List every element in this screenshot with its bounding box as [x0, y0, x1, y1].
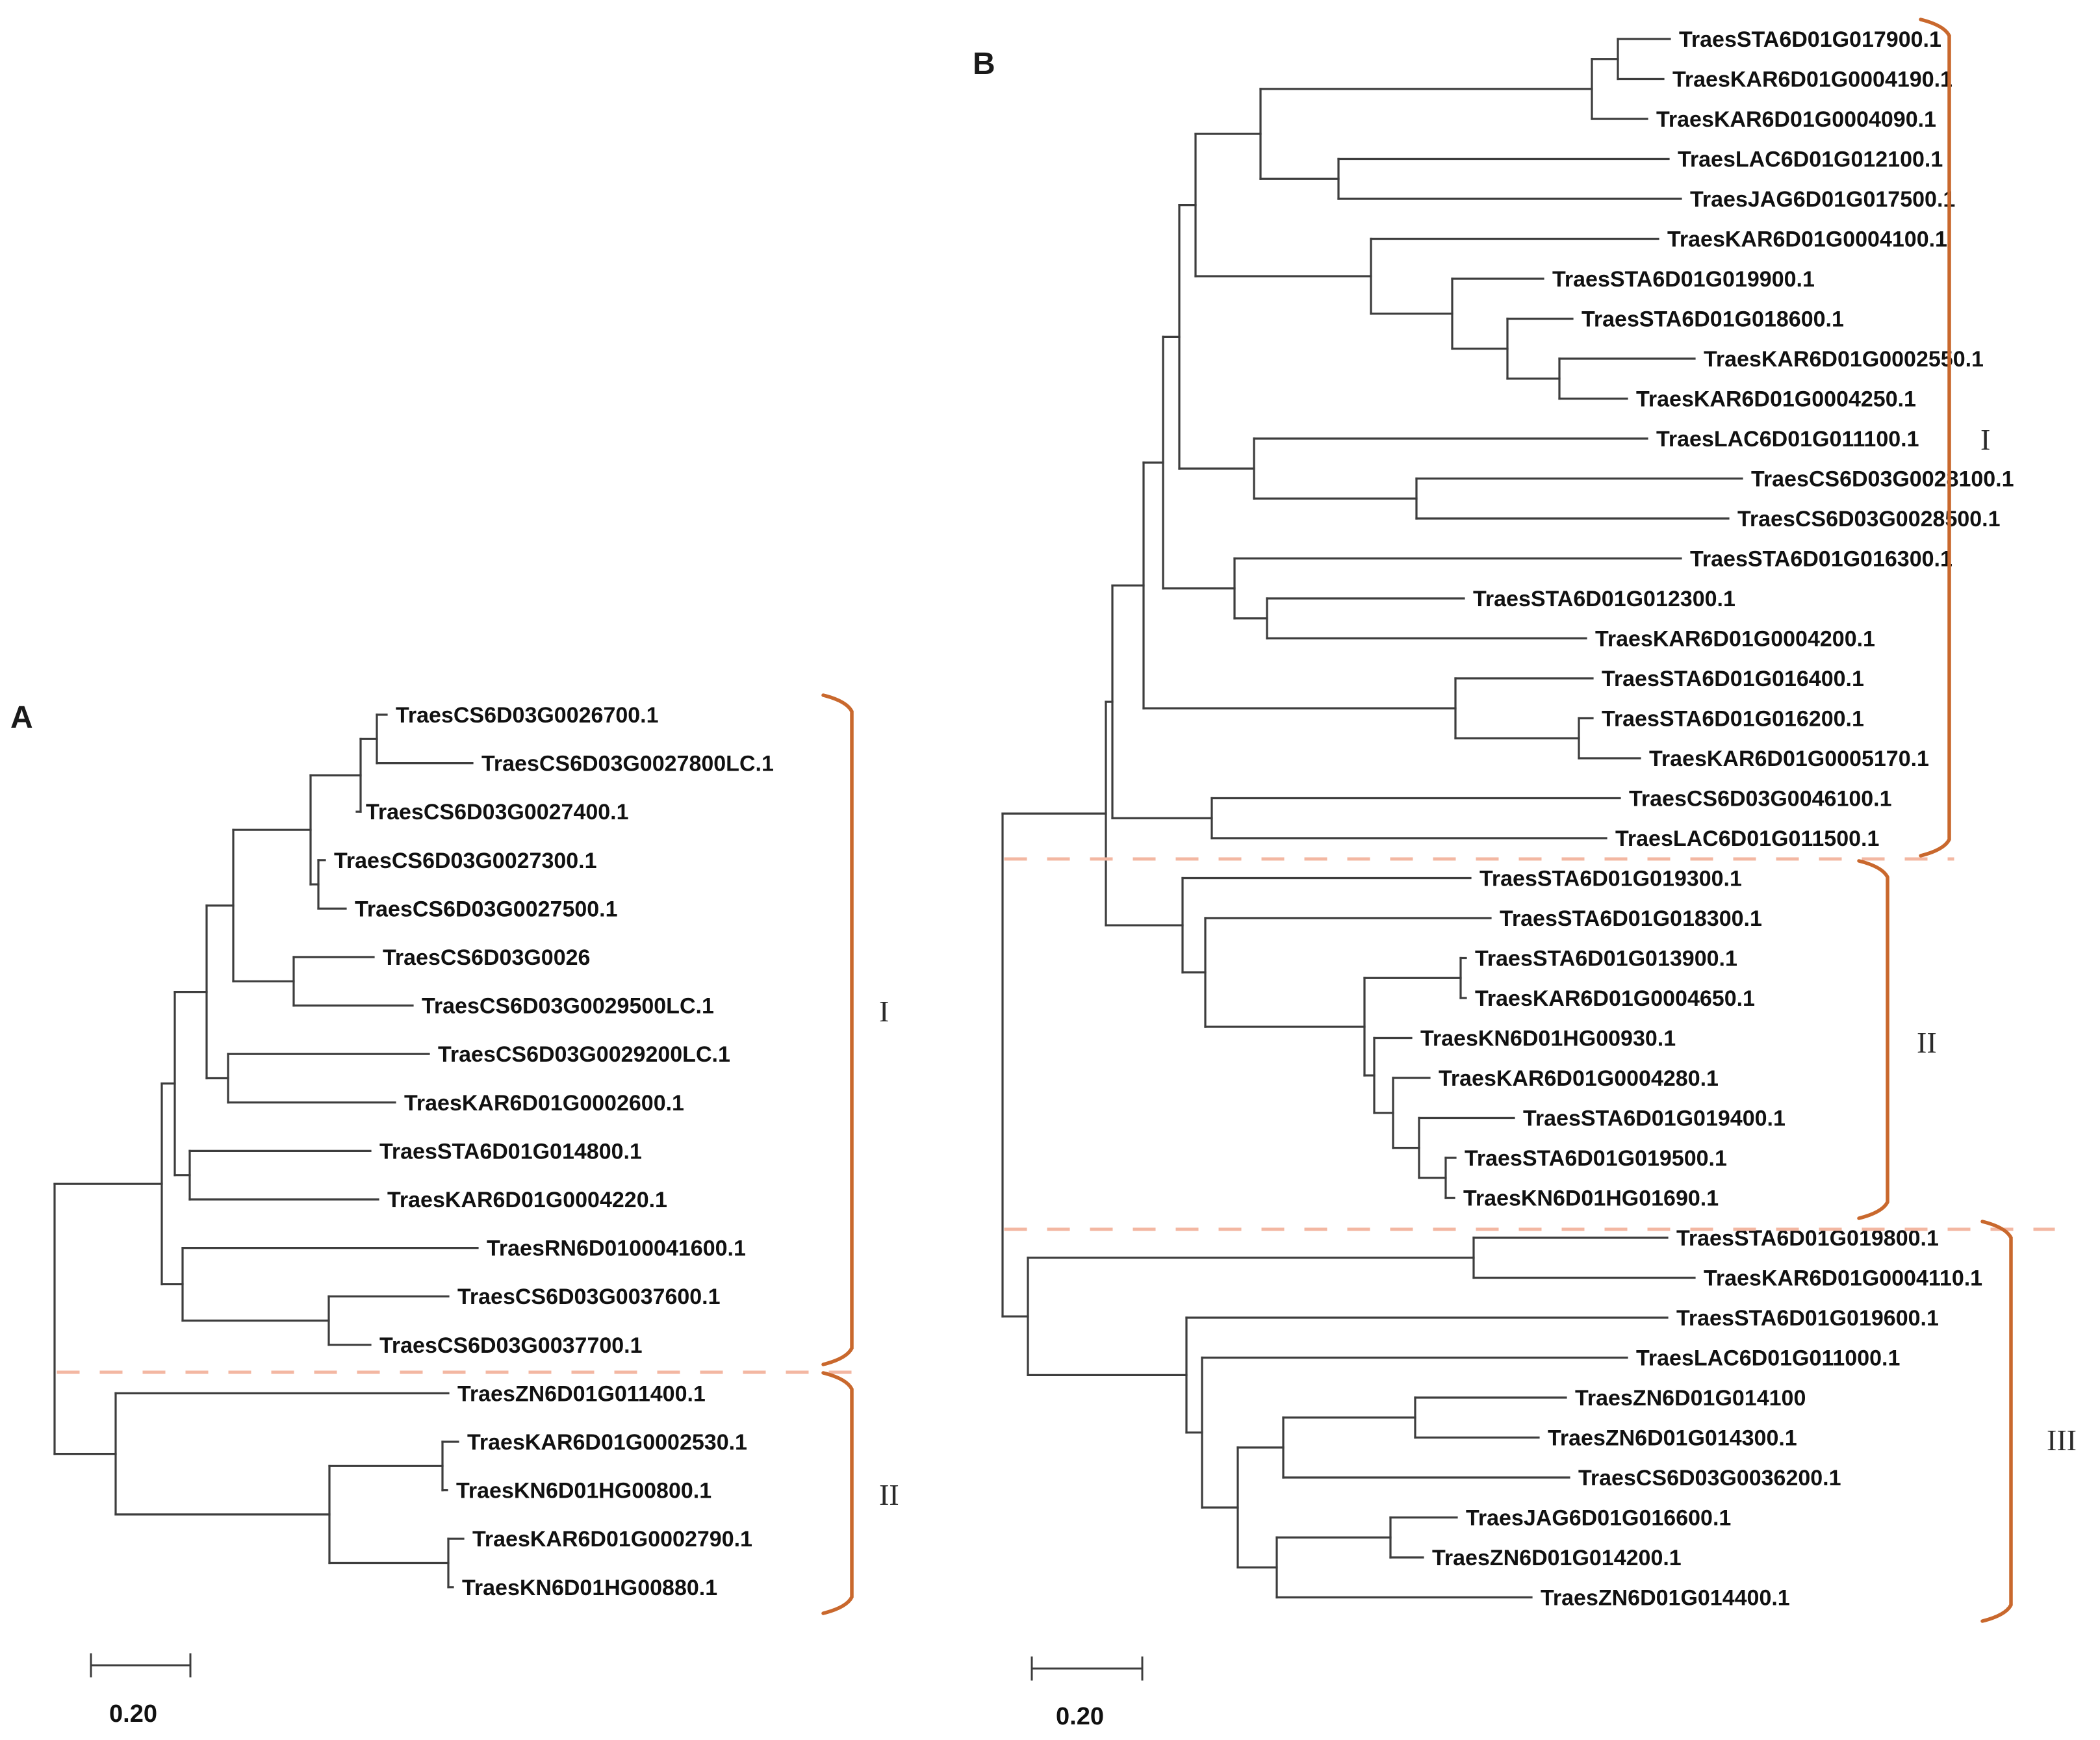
leaf-label: TraesLAC6D01G012100.1: [1678, 147, 1943, 172]
leaf-label: TraesKAR6D01G0002600.1: [404, 1091, 684, 1116]
group-bracket: [821, 693, 854, 1366]
leaf-label: TraesKAR6D01G0002530.1: [467, 1430, 747, 1455]
group-bracket: [821, 1371, 854, 1615]
leaf-label: TraesSTA6D01G018600.1: [1581, 307, 1844, 332]
leaf-label: TraesLAC6D01G011500.1: [1615, 826, 1879, 851]
leaf-label: TraesSTA6D01G018300.1: [1500, 906, 1762, 931]
leaf-label: TraesKN6D01HG00930.1: [1420, 1027, 1676, 1051]
leaf-label: TraesSTA6D01G016200.1: [1602, 707, 1864, 732]
group-label-a1: I: [879, 995, 889, 1028]
leaf-label: TraesKAR6D01G0004090.1: [1656, 107, 1936, 132]
leaf-label: TraesCS6D03G0037600.1: [457, 1285, 721, 1309]
group-label-b3: III: [2047, 1424, 2077, 1457]
leaf-label: TraesKAR6D01G0004100.1: [1667, 227, 1947, 252]
leaf-label: TraesCS6D03G0028500.1: [1737, 507, 2001, 531]
leaf-label: TraesKAR6D01G0004280.1: [1439, 1066, 1719, 1091]
leaf-label: TraesKAR6D01G0004110.1: [1704, 1266, 1982, 1291]
leaf-label: TraesSTA6D01G013900.1: [1475, 947, 1737, 971]
leaf-label: TraesKAR6D01G0002550.1: [1704, 347, 1984, 372]
leaf-label: TraesSTA6D01G019300.1: [1479, 867, 1742, 891]
leaf-label: TraesCS6D03G0036200.1: [1578, 1466, 1841, 1491]
leaf-label: TraesLAC6D01G011000.1: [1636, 1346, 1900, 1371]
leaf-label: TraesZN6D01G014400.1: [1541, 1586, 1790, 1611]
leaf-label: TraesSTA6D01G019500.1: [1465, 1146, 1727, 1171]
tree-layer: TraesCS6D03G0026700.1TraesCS6D03G0027800…: [53, 18, 2055, 1681]
leaf-label: TraesCS6D03G0028100.1: [1751, 467, 2014, 492]
leaf-label: TraesCS6D03G0027400.1: [366, 800, 629, 825]
leaf-label: TraesCS6D03G0027800LC.1: [481, 752, 774, 776]
leaf-label: TraesJAG6D01G017500.1: [1690, 187, 1955, 212]
leaf-label: TraesZN6D01G011400.1: [457, 1381, 706, 1406]
leaf-label: TraesCS6D03G0037700.1: [379, 1333, 643, 1358]
leaf-label: TraesSTA6D01G014800.1: [379, 1139, 642, 1164]
leaf-label: TraesZN6D01G014300.1: [1548, 1426, 1797, 1451]
leaf-label: TraesSTA6D01G019900.1: [1552, 267, 1815, 292]
leaf-label: TraesCS6D03G0029200LC.1: [438, 1042, 730, 1067]
leaf-label: TraesKAR6D01G0005170.1: [1649, 747, 1929, 771]
leaf-label: TraesCS6D03G0026: [383, 945, 590, 970]
leaf-label: TraesKAR6D01G0004190.1: [1672, 68, 1953, 92]
panel-label-b: B: [973, 47, 995, 81]
scale-bar-label-a: 0.20: [109, 1700, 157, 1728]
group-bracket: [1980, 1220, 2013, 1623]
leaf-label: TraesCS6D03G0029500LC.1: [422, 994, 714, 1019]
leaf-label: TraesSTA6D01G016400.1: [1602, 667, 1864, 691]
leaf-label: TraesKAR6D01G0004220.1: [387, 1188, 667, 1212]
leaf-label: TraesZN6D01G014200.1: [1432, 1546, 1682, 1570]
leaf-label: TraesKAR6D01G0004250.1: [1636, 387, 1916, 412]
leaf-label: TraesLAC6D01G011100.1: [1656, 427, 1919, 452]
group-label-b2: II: [1917, 1026, 1937, 1059]
leaf-label: TraesKN6D01HG00880.1: [462, 1576, 717, 1600]
leaf-label: TraesSTA6D01G012300.1: [1473, 587, 1735, 611]
leaf-label: TraesRN6D0100041600.1: [487, 1236, 746, 1261]
panel-label-a: A: [10, 700, 33, 735]
leaf-label: TraesKN6D01HG01690.1: [1463, 1186, 1719, 1211]
leaf-label: TraesSTA6D01G017900.1: [1679, 27, 1941, 52]
leaf-label: TraesKAR6D01G0004650.1: [1475, 986, 1755, 1011]
leaf-label: TraesCS6D03G0026700.1: [396, 703, 659, 728]
group-bracket: [1919, 18, 1951, 858]
leaf-label: TraesKAR6D01G0002790.1: [472, 1527, 752, 1552]
leaf-label: TraesKAR6D01G0004200.1: [1595, 627, 1875, 652]
leaf-label: TraesKN6D01HG00800.1: [456, 1479, 711, 1503]
leaf-label: TraesCS6D03G0027500.1: [355, 897, 618, 921]
leaf-label: TraesJAG6D01G016600.1: [1466, 1506, 1731, 1531]
leaf-label: TraesSTA6D01G016300.1: [1690, 547, 1953, 572]
leaf-label: TraesSTA6D01G019400.1: [1523, 1107, 1786, 1131]
leaf-label: TraesSTA6D01G019600.1: [1676, 1306, 1939, 1331]
group-bracket: [1857, 859, 1889, 1220]
leaf-label: TraesCS6D03G0046100.1: [1629, 787, 1892, 812]
leaf-label: TraesZN6D01G014100: [1575, 1386, 1806, 1411]
scale-bar-label-b: 0.20: [1056, 1703, 1104, 1730]
leaf-label: TraesSTA6D01G019800.1: [1676, 1226, 1939, 1251]
group-label-b1: I: [1980, 423, 1990, 456]
annotation-layer: A B I II I II III 0.20 0.20: [10, 47, 2077, 1730]
group-label-a2: II: [879, 1478, 899, 1511]
leaf-label: TraesCS6D03G0027300.1: [334, 849, 597, 873]
